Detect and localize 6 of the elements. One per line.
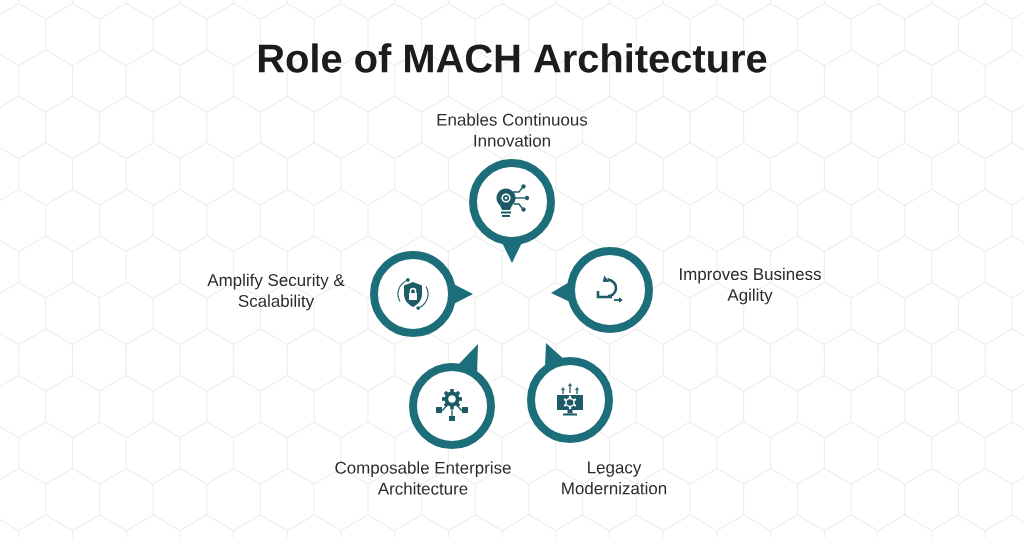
title: Role of MACH Architecture <box>258 43 767 73</box>
node-label: Legacy Modernization <box>562 461 667 495</box>
node-label: Improves Business Agility <box>680 267 821 305</box>
node-label: Composable Enterprise Architecture <box>335 461 511 495</box>
node-label: Amplify Security & Scalability <box>207 273 345 311</box>
node-label: Enables Continuous Innovation <box>437 113 588 147</box>
